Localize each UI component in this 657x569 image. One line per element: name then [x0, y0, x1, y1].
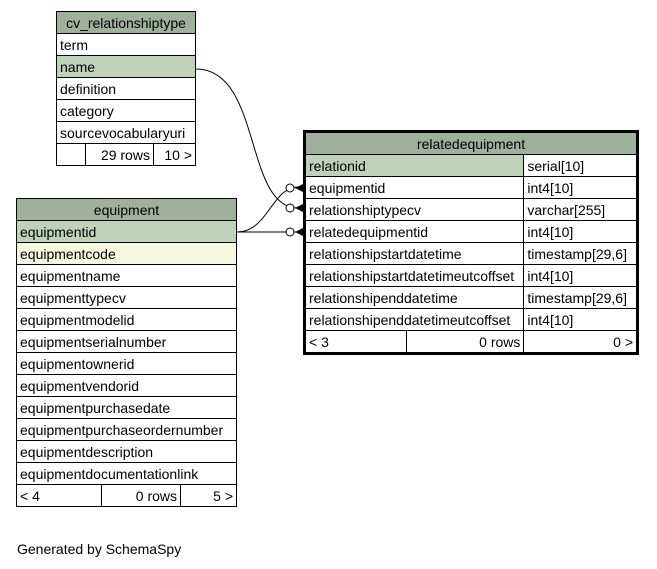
- type-relationshipenddatetime: timestamp[29,6]: [523, 286, 638, 309]
- parents-count[interactable]: < 3: [304, 330, 407, 354]
- column-relationshiptypecv[interactable]: relationshiptypecv: [303, 198, 525, 221]
- column-equipmentid[interactable]: equipmentid: [303, 176, 525, 199]
- type-equipmentid: int4[10]: [523, 176, 638, 199]
- children-count[interactable]: 10 >: [152, 143, 197, 166]
- table-equipment: equipment equipmentid equipmentcode equi…: [16, 198, 237, 507]
- type-relationid: serial[10]: [523, 154, 638, 177]
- type-relatedequipmentid: int4[10]: [523, 220, 638, 243]
- column-relationshipenddatetime[interactable]: relationshipenddatetime: [303, 286, 525, 309]
- many-marker-equipmentid: [295, 184, 303, 192]
- table-title[interactable]: relatedequipment: [304, 131, 638, 155]
- column-relatedequipmentid[interactable]: relatedequipmentid: [303, 220, 525, 243]
- children-count[interactable]: 0 >: [523, 330, 638, 354]
- table-relatedequipment: relatedequipment relationid serial[10] e…: [303, 130, 639, 355]
- row-count: 29 rows: [85, 143, 154, 166]
- generated-by-label: Generated by SchemaSpy: [17, 541, 182, 557]
- column-equipmentpurchasedate[interactable]: equipmentpurchasedate: [16, 396, 237, 419]
- column-equipmentname[interactable]: equipmentname: [16, 264, 237, 287]
- row-count: 0 rows: [101, 484, 181, 507]
- column-name[interactable]: name: [56, 55, 196, 78]
- children-count[interactable]: 5 >: [180, 484, 237, 507]
- type-relationshipstartdatetimeutcoffset: int4[10]: [523, 264, 638, 287]
- many-marker-relatedequipmentid: [295, 228, 303, 236]
- column-relationshipstartdatetime[interactable]: relationshipstartdatetime: [303, 242, 525, 265]
- table-title[interactable]: cv_relationshiptype: [56, 11, 196, 34]
- table-title[interactable]: equipment: [16, 198, 237, 221]
- type-relationshipenddatetimeutcoffset: int4[10]: [523, 308, 638, 331]
- column-equipmentvendorid[interactable]: equipmentvendorid: [16, 374, 237, 397]
- many-marker-relationshiptypecv: [295, 204, 303, 212]
- column-equipmentcode[interactable]: equipmentcode: [16, 242, 237, 265]
- column-equipmentserialnumber[interactable]: equipmentserialnumber: [16, 330, 237, 353]
- table-cv-relationshiptype: cv_relationshiptype term name definition…: [56, 11, 197, 166]
- type-relationshipstartdatetime: timestamp[29,6]: [523, 242, 638, 265]
- relationship-line-relationshiptypecv: [195, 68, 299, 209]
- optional-marker-relationshiptypecv: [285, 203, 295, 213]
- column-category[interactable]: category: [56, 99, 196, 122]
- column-term[interactable]: term: [56, 33, 196, 56]
- column-definition[interactable]: definition: [56, 77, 196, 100]
- column-equipmentownerid[interactable]: equipmentownerid: [16, 352, 237, 375]
- row-count: 0 rows: [405, 330, 525, 354]
- column-equipmentdescription[interactable]: equipmentdescription: [16, 440, 237, 463]
- parents-count: [56, 143, 86, 166]
- parents-count[interactable]: < 4: [16, 484, 102, 507]
- column-relationshipstartdatetimeutcoffset[interactable]: relationshipstartdatetimeutcoffset: [303, 264, 525, 287]
- optional-marker-relatedequipmentid: [285, 227, 295, 237]
- column-equipmentdocumentationlink[interactable]: equipmentdocumentationlink: [16, 462, 237, 485]
- type-relationshiptypecv: varchar[255]: [523, 198, 638, 221]
- column-sourcevocabularyuri[interactable]: sourcevocabularyuri: [56, 121, 196, 144]
- column-equipmentid[interactable]: equipmentid: [16, 220, 237, 243]
- column-equipmentpurchaseordernumber[interactable]: equipmentpurchaseordernumber: [16, 418, 237, 441]
- optional-marker-equipmentid: [285, 183, 295, 193]
- column-relationshipenddatetimeutcoffset[interactable]: relationshipenddatetimeutcoffset: [303, 308, 525, 331]
- column-equipmentmodelid[interactable]: equipmentmodelid: [16, 308, 237, 331]
- column-equipmenttypecv[interactable]: equipmenttypecv: [16, 286, 237, 309]
- column-relationid[interactable]: relationid: [303, 154, 525, 177]
